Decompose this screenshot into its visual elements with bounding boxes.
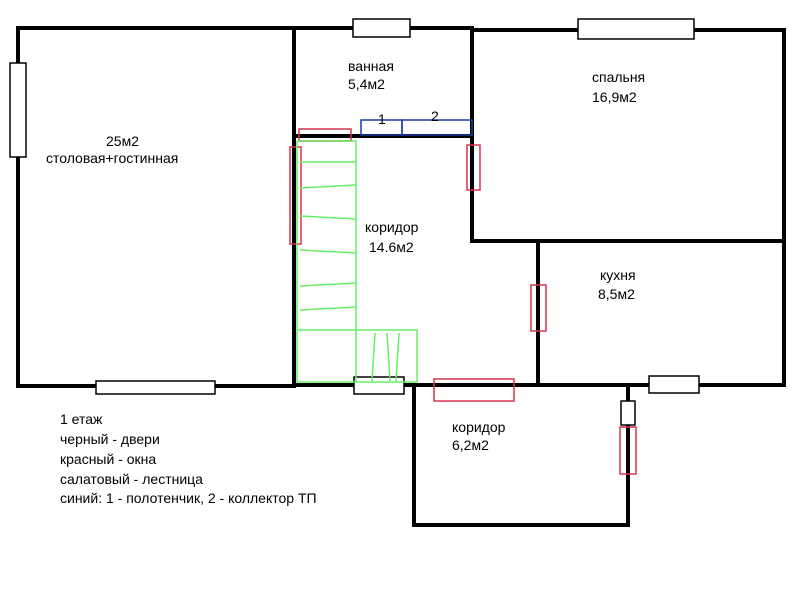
towel-warmer-label: 1 bbox=[378, 111, 386, 127]
corridor-small-name: коридор bbox=[452, 419, 506, 435]
door-bedroom-top bbox=[577, 18, 695, 40]
stair-step bbox=[371, 332, 376, 382]
bedroom-walls bbox=[470, 28, 786, 243]
stair-step bbox=[299, 282, 357, 287]
legend-stairs: салатовый - лестница bbox=[60, 471, 203, 487]
corridor-main-walls bbox=[292, 134, 540, 387]
door-kitchen-bottom bbox=[648, 375, 700, 394]
bathroom-name: ванная bbox=[348, 58, 394, 74]
corridor-small-walls bbox=[412, 383, 630, 527]
room-labels: 25м2 столовая+гостинная ванная 5,4м2 спа… bbox=[46, 58, 645, 453]
kitchen-area: 8,5м2 bbox=[598, 286, 635, 302]
legend-doors: черный - двери bbox=[60, 431, 160, 447]
heating-manifold bbox=[401, 119, 473, 136]
stair-step bbox=[299, 184, 357, 189]
window-small-corridor-top bbox=[433, 378, 515, 402]
window-corridor-left bbox=[289, 146, 302, 245]
stair-step bbox=[299, 306, 357, 311]
bedroom-area: 16,9м2 bbox=[592, 89, 637, 105]
door-living-bottom bbox=[95, 380, 216, 395]
door-living-left bbox=[9, 62, 27, 158]
window-small-corridor-right bbox=[619, 426, 637, 475]
door-bathroom-top bbox=[352, 18, 411, 38]
stair-step bbox=[395, 332, 400, 382]
fixtures: 1 2 bbox=[360, 108, 473, 136]
bedroom-name: спальня bbox=[592, 69, 645, 85]
heating-manifold-label: 2 bbox=[431, 108, 439, 124]
legend-fixtures: синий: 1 - полотенчик, 2 - коллектор ТП bbox=[60, 490, 317, 506]
window-bedroom-corridor bbox=[466, 144, 481, 191]
stair-step bbox=[299, 215, 357, 220]
window-kitchen-corridor bbox=[530, 284, 547, 332]
staircase bbox=[296, 140, 418, 383]
kitchen-walls bbox=[536, 239, 786, 387]
corridor-main-area: 14.6м2 bbox=[369, 239, 414, 255]
stair-step bbox=[299, 249, 357, 254]
living-room-area: 25м2 bbox=[106, 133, 139, 149]
stair-step bbox=[386, 332, 391, 382]
kitchen-name: кухня bbox=[600, 267, 636, 283]
legend: 1 етаж черный - двери красный - окна сал… bbox=[60, 411, 317, 506]
bathroom-area: 5,4м2 bbox=[348, 76, 385, 92]
corridor-small-area: 6,2м2 bbox=[452, 437, 489, 453]
door-small-corridor-right bbox=[620, 400, 636, 426]
doors bbox=[9, 18, 700, 426]
staircase-outline bbox=[296, 140, 418, 383]
living-room-name: столовая+гостинная bbox=[46, 150, 178, 166]
living-room-walls bbox=[16, 26, 296, 388]
corridor-main-name: коридор bbox=[365, 219, 419, 235]
legend-floor: 1 етаж bbox=[60, 411, 103, 427]
legend-windows: красный - окна bbox=[60, 451, 156, 467]
